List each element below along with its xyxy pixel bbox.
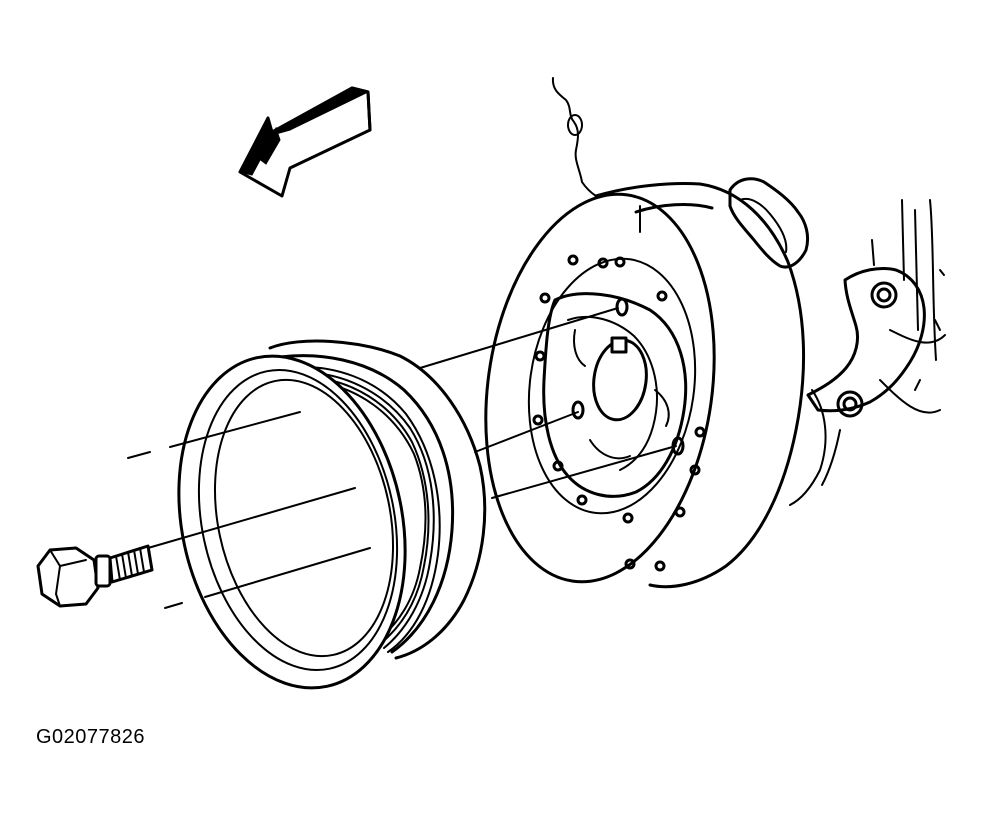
figure-id-label: G02077826	[36, 726, 146, 748]
direction-arrow-icon	[238, 86, 372, 198]
engine-bracket-icon	[551, 77, 946, 506]
alignment-lines	[127, 307, 677, 609]
pulley-icon	[177, 339, 487, 690]
bolt-icon	[36, 544, 154, 608]
balancer-icon	[484, 182, 806, 589]
